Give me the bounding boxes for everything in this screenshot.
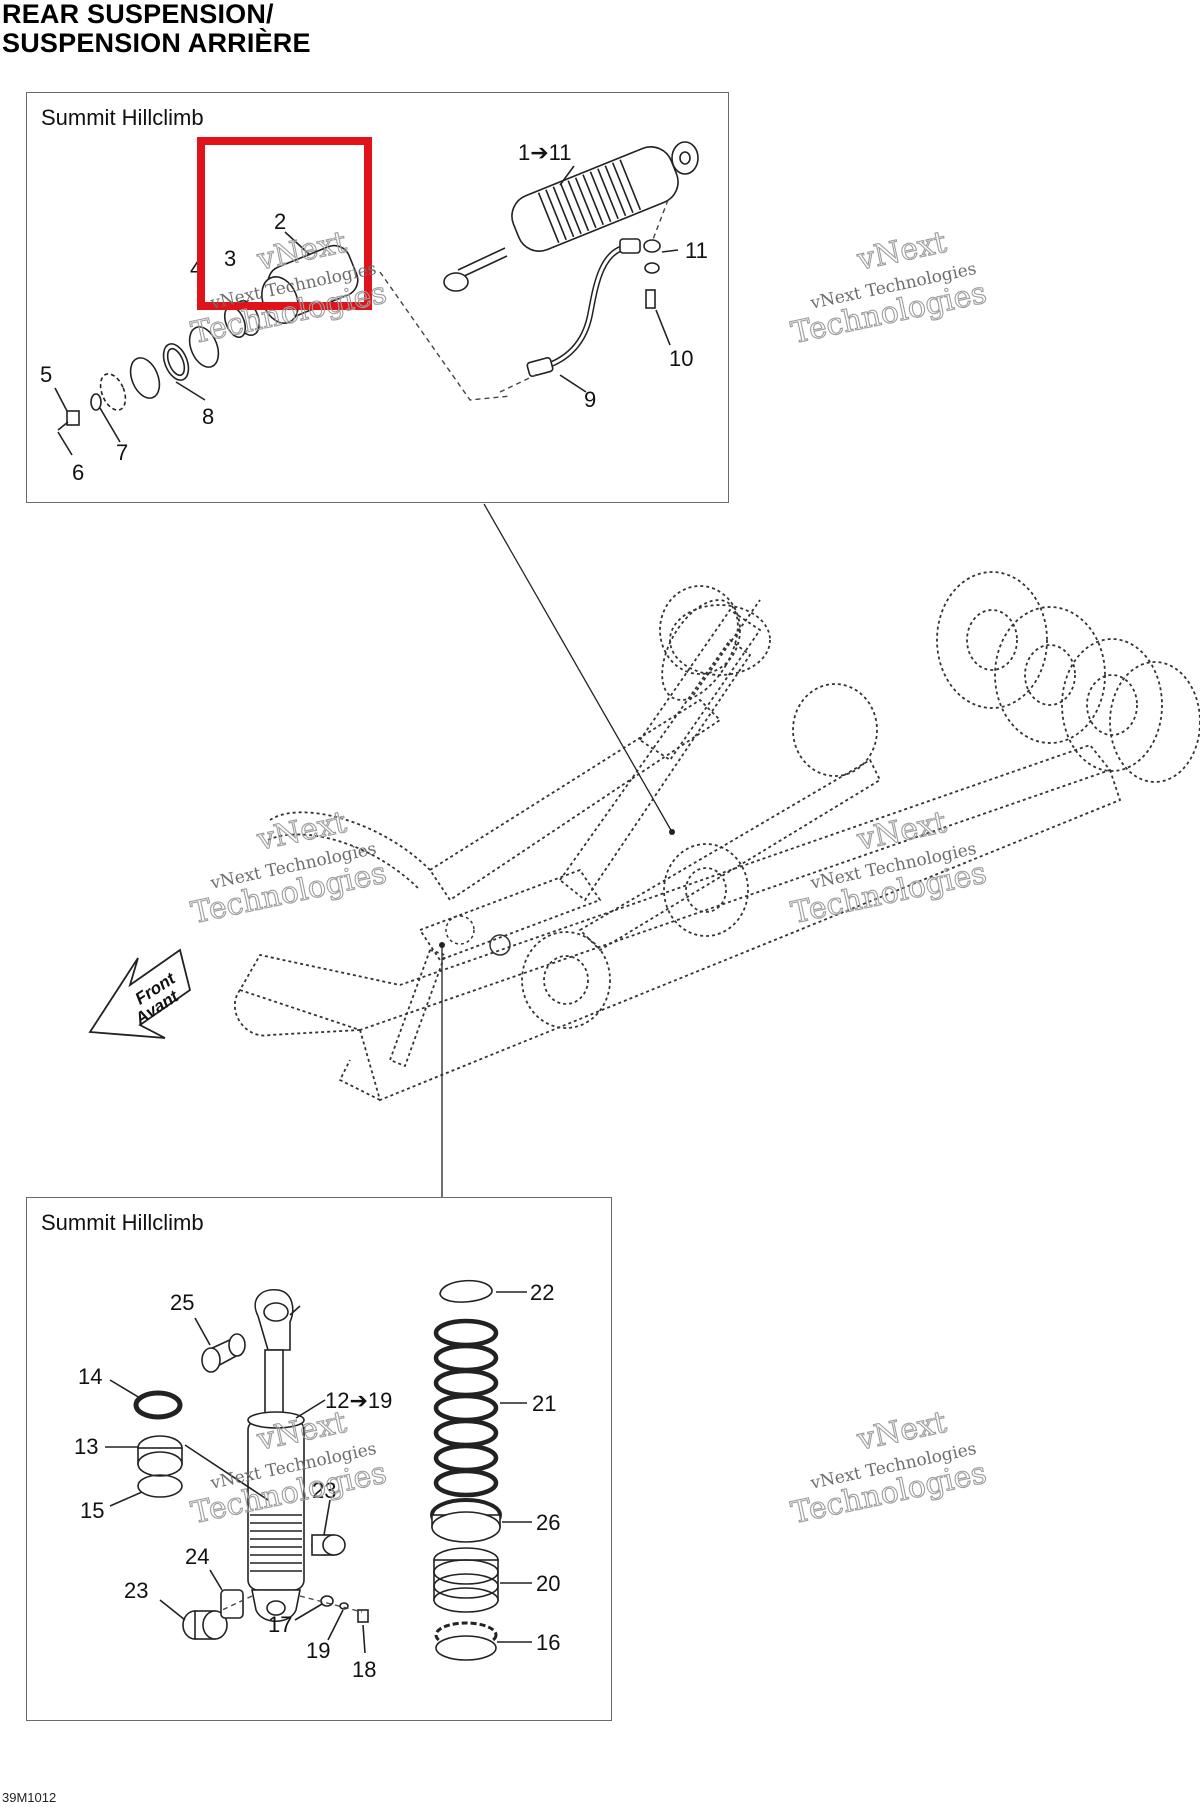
callout-10: 10 <box>669 346 693 371</box>
figure-code: 39M1012 <box>2 1790 57 1805</box>
bottom-inset-parts: 25 14 13 15 12➔19 23 24 23 17 19 18 22 2… <box>74 1279 560 1682</box>
shock-absorber-top <box>443 141 699 292</box>
callout-23-left: 23 <box>124 1578 148 1603</box>
watermark-3: vNext vNext Technologies Technologies <box>188 804 391 931</box>
callout-26: 26 <box>536 1510 560 1535</box>
watermark-1: vNext vNext Technologies Technologies <box>188 224 391 351</box>
bottom-inset-title: Summit Hillclimb <box>41 1210 204 1235</box>
callout-12-to-19: 12➔19 <box>325 1388 392 1413</box>
callout-8: 8 <box>202 404 214 429</box>
callout-18: 18 <box>352 1657 376 1682</box>
callout-13: 13 <box>74 1434 98 1459</box>
watermark-5: vNext vNext Technologies Technologies <box>188 1404 391 1531</box>
callout-9: 9 <box>584 387 596 412</box>
main-coil-spring <box>433 1318 499 1498</box>
front-direction-arrow: Front Avant <box>88 948 192 1039</box>
rear-suspension-frame <box>234 571 1200 1102</box>
top-inset-parts: 2 3 4 1➔11 11 10 9 5 6 7 8 <box>40 140 708 485</box>
bottom-inset-frame: Summit Hillclimb <box>26 1197 612 1721</box>
top-inset-title: Summit Hillclimb <box>41 105 204 130</box>
callout-14: 14 <box>78 1364 102 1389</box>
callout-16: 16 <box>536 1630 560 1655</box>
callout-7: 7 <box>116 440 128 465</box>
callout-15: 15 <box>80 1498 104 1523</box>
callout-11: 11 <box>685 238 708 263</box>
callout-19: 19 <box>306 1638 330 1663</box>
watermark-2: vNext vNext Technologies Technologies <box>788 224 991 351</box>
callout-23-right: 23 <box>312 1478 336 1503</box>
page-title: REAR SUSPENSION/ SUSPENSION ARRIÈRE <box>2 0 311 58</box>
highlight-box <box>197 137 372 310</box>
watermark-6: vNext vNext Technologies Technologies <box>788 1404 991 1531</box>
top-inset-frame: Summit Hillclimb <box>26 92 729 503</box>
callout-6: 6 <box>72 460 84 485</box>
shock-spring-section <box>250 1514 302 1572</box>
callout-24: 24 <box>185 1544 209 1569</box>
callout-20: 20 <box>536 1571 560 1596</box>
callout-21: 21 <box>532 1391 556 1416</box>
watermark-4: vNext vNext Technologies Technologies <box>788 804 991 931</box>
callout-3: 3 <box>224 246 236 271</box>
shock-absorber-bottom <box>247 1289 305 1623</box>
callout-5: 5 <box>40 362 52 387</box>
callout-17: 17 <box>268 1612 292 1637</box>
page-title-line-2: SUSPENSION ARRIÈRE <box>2 28 311 58</box>
callout-25: 25 <box>170 1290 194 1315</box>
callout-22: 22 <box>530 1280 554 1305</box>
callout-1-to-11: 1➔11 <box>518 140 572 165</box>
page-title-line-1: REAR SUSPENSION/ <box>2 0 274 29</box>
callout-2: 2 <box>274 209 286 234</box>
